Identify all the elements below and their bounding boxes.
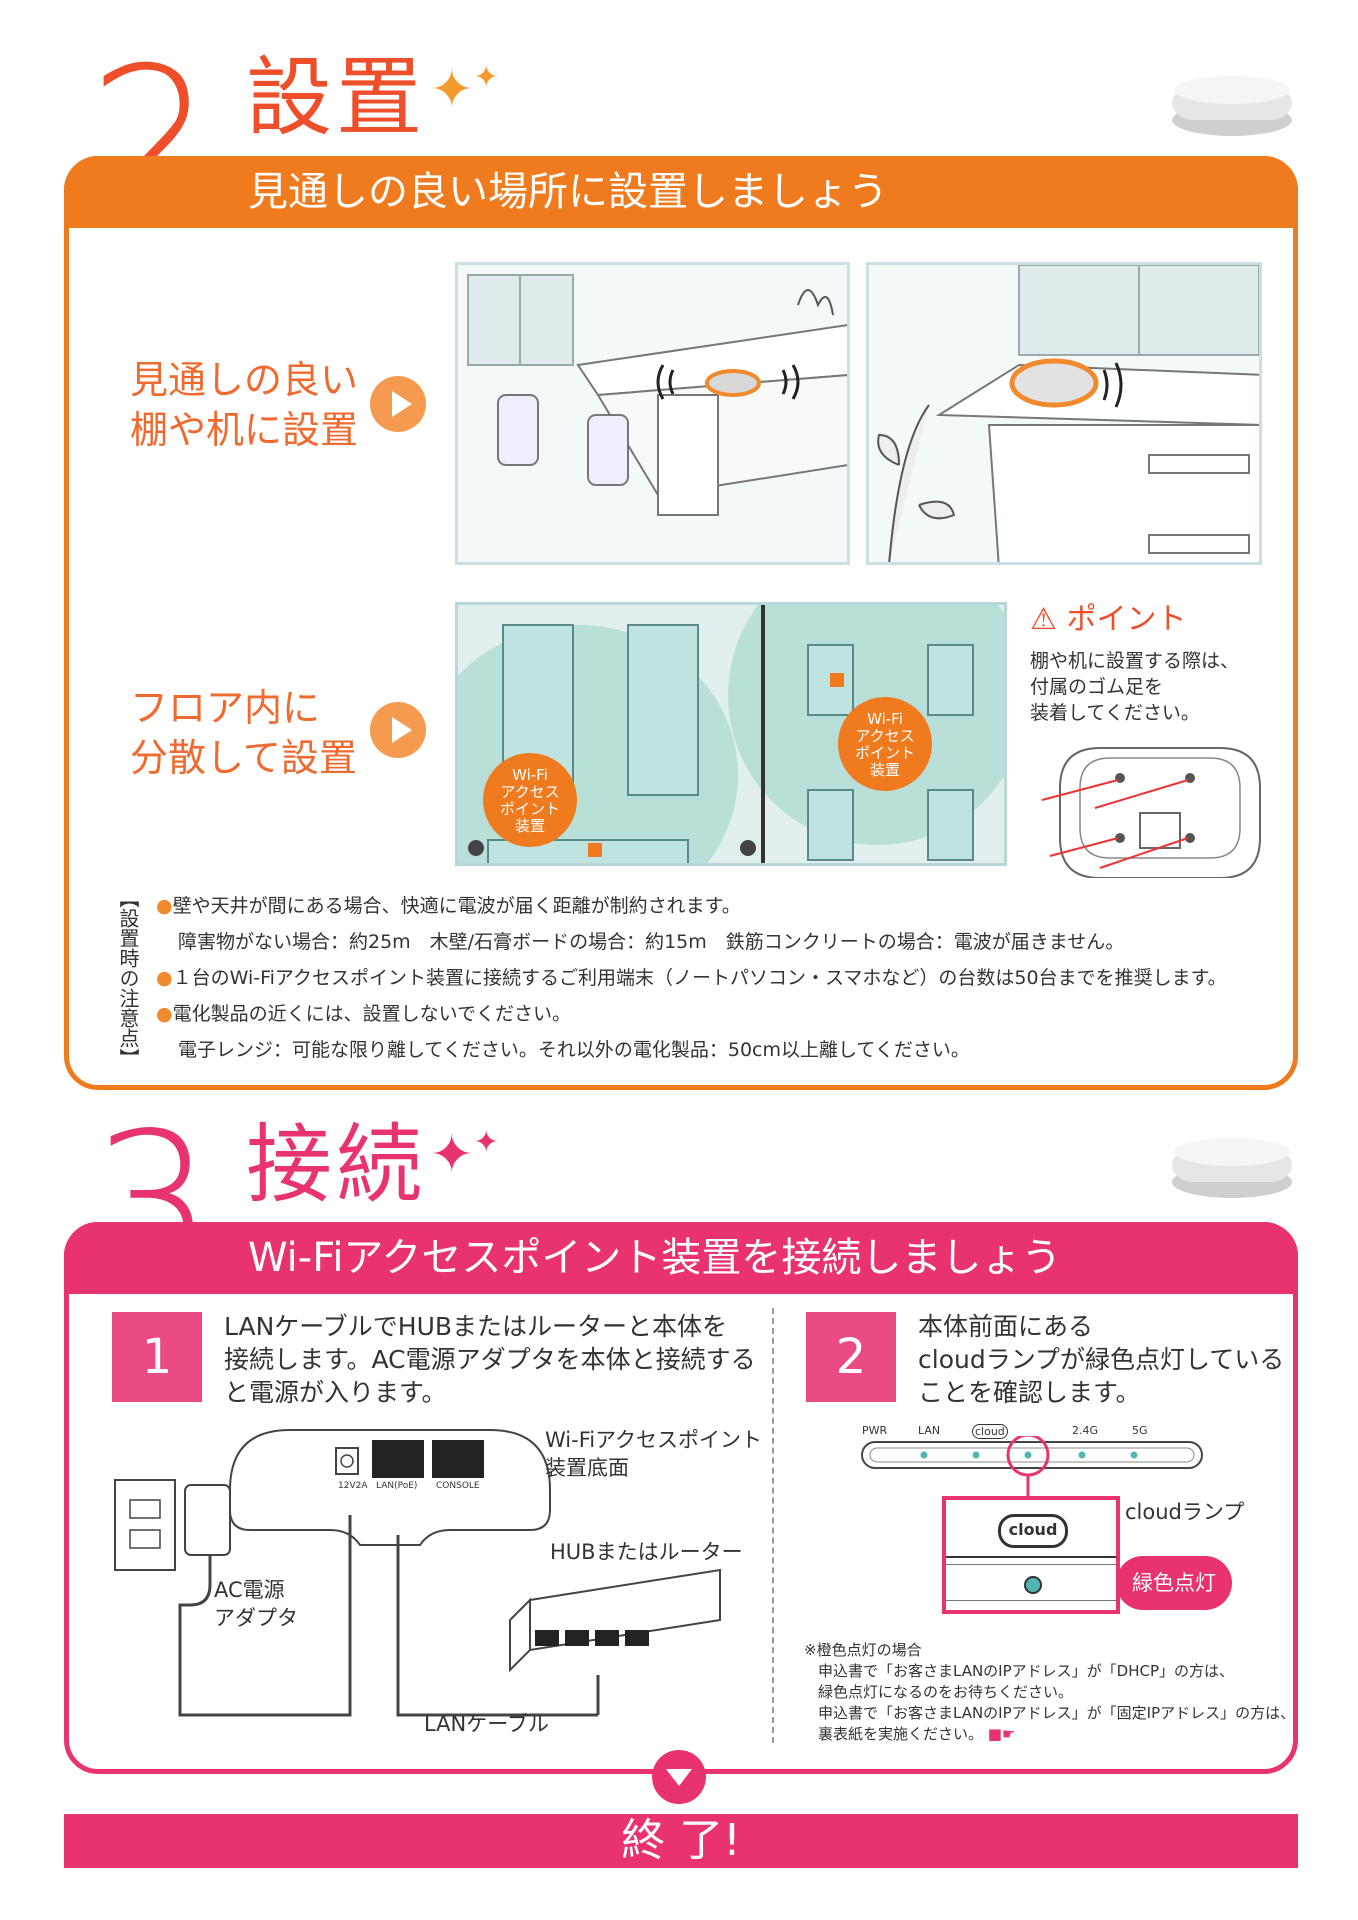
section-2-subtitle: 見通しの良い場所に設置しましょう	[248, 169, 888, 215]
step-2-number: 2	[806, 1312, 896, 1402]
section-3-banner	[64, 1222, 1298, 1294]
cloud-lamp-zoom: cloud	[942, 1496, 1120, 1614]
step-2-text: 本体前面にある cloudランプが緑色点灯している ことを確認します。	[918, 1312, 1285, 1407]
ac-adapter-label: AC電源 アダプタ	[214, 1578, 298, 1630]
note-1: ●壁や天井が間にある場合、快適に電波が届く距離が制約されます。	[156, 895, 741, 917]
led-label-5g: 5G	[1132, 1424, 1148, 1437]
port-label-lan: LAN(PoE)	[376, 1481, 418, 1491]
rubber-feet-diagram	[1041, 747, 1261, 878]
hub-label: HUBまたはルーター	[550, 1540, 743, 1564]
step-1-number: 1	[112, 1312, 202, 1402]
point-box: ⚠ ポイント 棚や机に設置する際は、 付属のゴム足を 装着してください。	[1030, 600, 1270, 726]
point-heading: ポイント	[1066, 602, 1187, 637]
orange-lit-footnote: ※橙色点灯の場合 申込書で「お客さまLANのIPアドレス」が「DHCP」の方は、…	[804, 1641, 1296, 1743]
led-label-cloud: cloud	[972, 1424, 1008, 1439]
down-arrow-icon	[652, 1750, 706, 1804]
access-point-device-icon	[1172, 1138, 1292, 1198]
led-strip-diagram	[861, 1436, 1203, 1496]
led-label-pwr: PWR	[862, 1424, 888, 1437]
lan-cable-label: LANケーブル	[424, 1712, 549, 1736]
green-led-indicator	[1024, 1576, 1042, 1594]
green-lit-badge: 緑色点灯	[1116, 1556, 1232, 1610]
shelf-closeup-illustration	[866, 262, 1262, 565]
section-3-title: 接続	[246, 1115, 426, 1215]
play-arrow-icon	[370, 376, 426, 432]
port-label-console: CONSOLE	[436, 1481, 480, 1491]
section-2-title: 設置	[246, 48, 426, 148]
office-desk-illustration	[455, 262, 850, 565]
end-banner	[64, 1814, 1298, 1868]
led-label-24g: 2.4G	[1072, 1424, 1099, 1437]
note-3: ●電化製品の近くには、設置しないでください。	[156, 1003, 572, 1025]
section-3-subtitle: Wi-Fiアクセスポイント装置を接続しましょう	[248, 1235, 1062, 1281]
section-2-banner	[64, 156, 1298, 228]
cloud-lamp-label: cloudランプ	[1125, 1500, 1245, 1524]
wifi-ap-bubble-left: Wi-Fi アクセス ポイント 装置	[483, 753, 577, 847]
device-bottom-label: Wi-Fiアクセスポイント 装置底面	[545, 1428, 763, 1480]
distribute-on-floor-label: フロア内に 分散して設置	[130, 686, 357, 780]
warning-icon: ⚠	[1030, 602, 1057, 637]
connection-diagram	[114, 1429, 721, 1717]
port-label-power: 12V2A	[338, 1481, 368, 1491]
floor-plan-illustration: Wi-Fi アクセス ポイント 装置 Wi-Fi アクセス ポイント 装置	[455, 602, 1007, 866]
end-label: 終 了!	[621, 1815, 741, 1866]
note-1-detail: 障害物がない場合：約25m 木壁/石膏ボードの場合：約15m 鉄筋コンクリートの…	[178, 931, 1125, 953]
install-on-shelf-label: 見通しの良い 棚や机に設置	[130, 358, 359, 452]
column-divider	[772, 1308, 774, 1743]
wifi-ap-bubble-right: Wi-Fi アクセス ポイント 装置	[838, 697, 932, 791]
pointing-hand-icon: ■☛	[987, 1725, 1016, 1743]
sparkle-icon: ✦✦	[430, 60, 499, 120]
cloud-icon: cloud	[998, 1514, 1068, 1548]
step-1-text: LANケーブルでHUBまたはルーターと本体を 接続します。AC電源アダプタを本体…	[224, 1312, 756, 1407]
sparkle-icon: ✦✦	[430, 1125, 499, 1185]
point-text: 棚や机に設置する際は、 付属のゴム足を 装着してください。	[1030, 650, 1240, 724]
note-3-detail: 電子レンジ：可能な限り離してください。それ以外の電化製品：50cm以上離してくだ…	[178, 1039, 970, 1061]
note-2: ●１台のWi-Fiアクセスポイント装置に接続するご利用端末（ノートパソコン・スマ…	[156, 967, 1227, 989]
led-label-lan: LAN	[918, 1424, 941, 1437]
notes-side-label: 【設置時の注意点】	[116, 888, 140, 1068]
play-arrow-icon	[370, 702, 426, 758]
access-point-device-icon	[1172, 76, 1292, 136]
